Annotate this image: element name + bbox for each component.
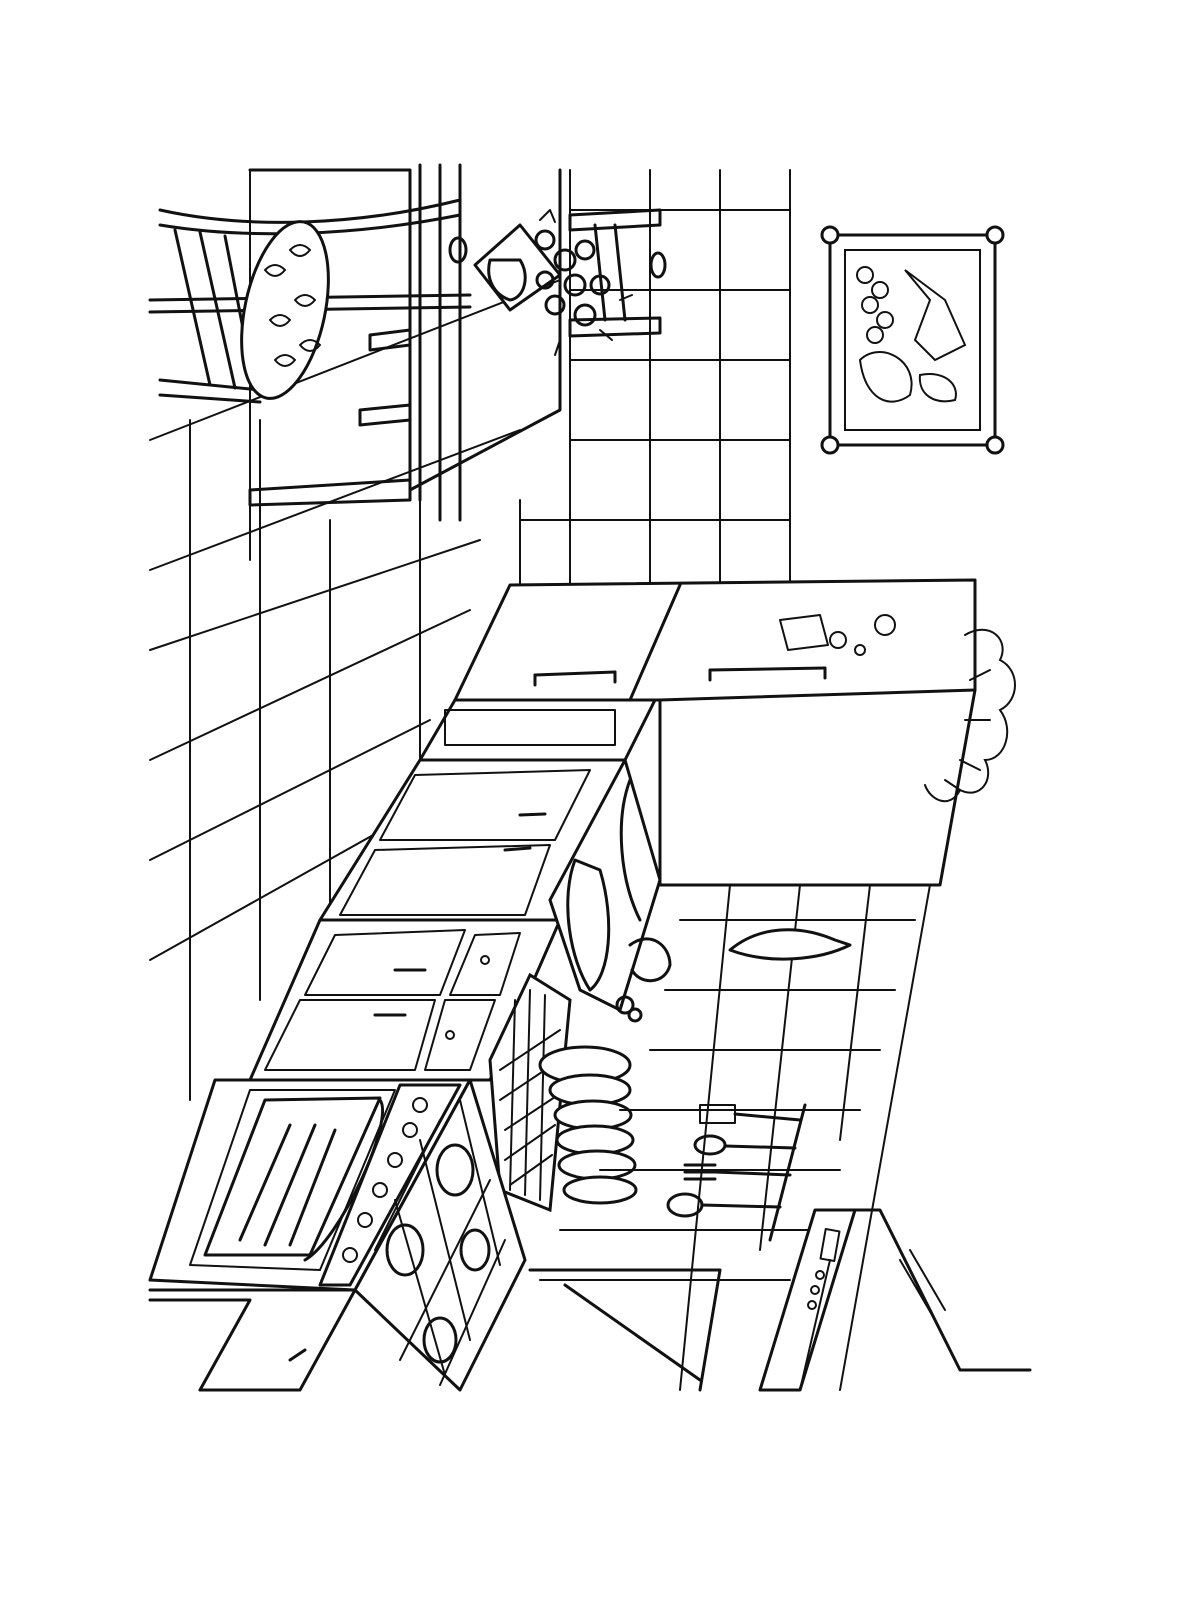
chair-cushion <box>240 220 330 400</box>
plant <box>924 628 1016 803</box>
chair-right <box>568 208 667 338</box>
dishwasher <box>528 1208 1032 1392</box>
left-wall-tiles <box>149 169 561 1101</box>
flower-vase <box>473 209 633 356</box>
dish-rack <box>488 972 638 1213</box>
lower-cabinets <box>248 698 657 1082</box>
dining-table <box>248 163 562 522</box>
sink <box>548 758 672 1023</box>
stacked-plates <box>538 1045 638 1205</box>
lower-left-cabinet <box>148 1288 357 1392</box>
wall-picture <box>820 225 1005 455</box>
utensils <box>666 928 852 1242</box>
picture-still-life <box>856 266 967 403</box>
stove-top <box>353 1078 527 1392</box>
towel <box>728 928 852 961</box>
chair-left <box>148 198 472 404</box>
